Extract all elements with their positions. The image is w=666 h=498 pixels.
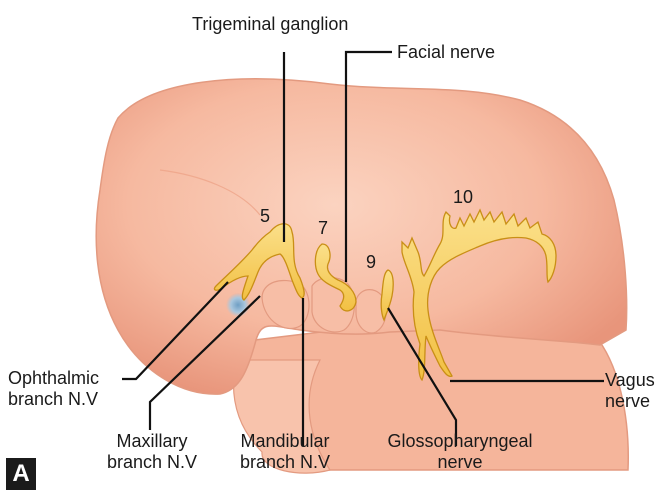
label-glossopharyngeal: Glossopharyngeal nerve xyxy=(380,431,540,473)
label-maxillary-line1: Maxillary xyxy=(104,431,200,452)
label-number-7: 7 xyxy=(318,218,328,238)
label-maxillary: Maxillary branch N.V xyxy=(104,431,200,473)
label-number-5: 5 xyxy=(260,206,270,226)
label-vagus-line1: Vagus xyxy=(605,370,655,391)
label-facial-nerve: Facial nerve xyxy=(397,42,495,63)
label-ophthalmic-line2: branch N.V xyxy=(8,389,99,410)
label-mandibular-line2: branch N.V xyxy=(230,452,340,473)
label-number-9: 9 xyxy=(366,252,376,272)
label-ophthalmic-line1: Ophthalmic xyxy=(8,368,99,389)
label-ophthalmic: Ophthalmic branch N.V xyxy=(8,368,99,410)
label-mandibular: Mandibular branch N.V xyxy=(230,431,340,473)
label-glossopharyngeal-line2: nerve xyxy=(380,452,540,473)
label-glossopharyngeal-line1: Glossopharyngeal xyxy=(380,431,540,452)
label-trigeminal-ganglion: Trigeminal ganglion xyxy=(192,14,348,35)
label-vagus-line2: nerve xyxy=(605,391,655,412)
label-mandibular-line1: Mandibular xyxy=(230,431,340,452)
panel-letter: A xyxy=(6,458,36,490)
label-number-10: 10 xyxy=(453,187,473,207)
label-maxillary-line2: branch N.V xyxy=(104,452,200,473)
label-vagus: Vagus nerve xyxy=(605,370,655,412)
